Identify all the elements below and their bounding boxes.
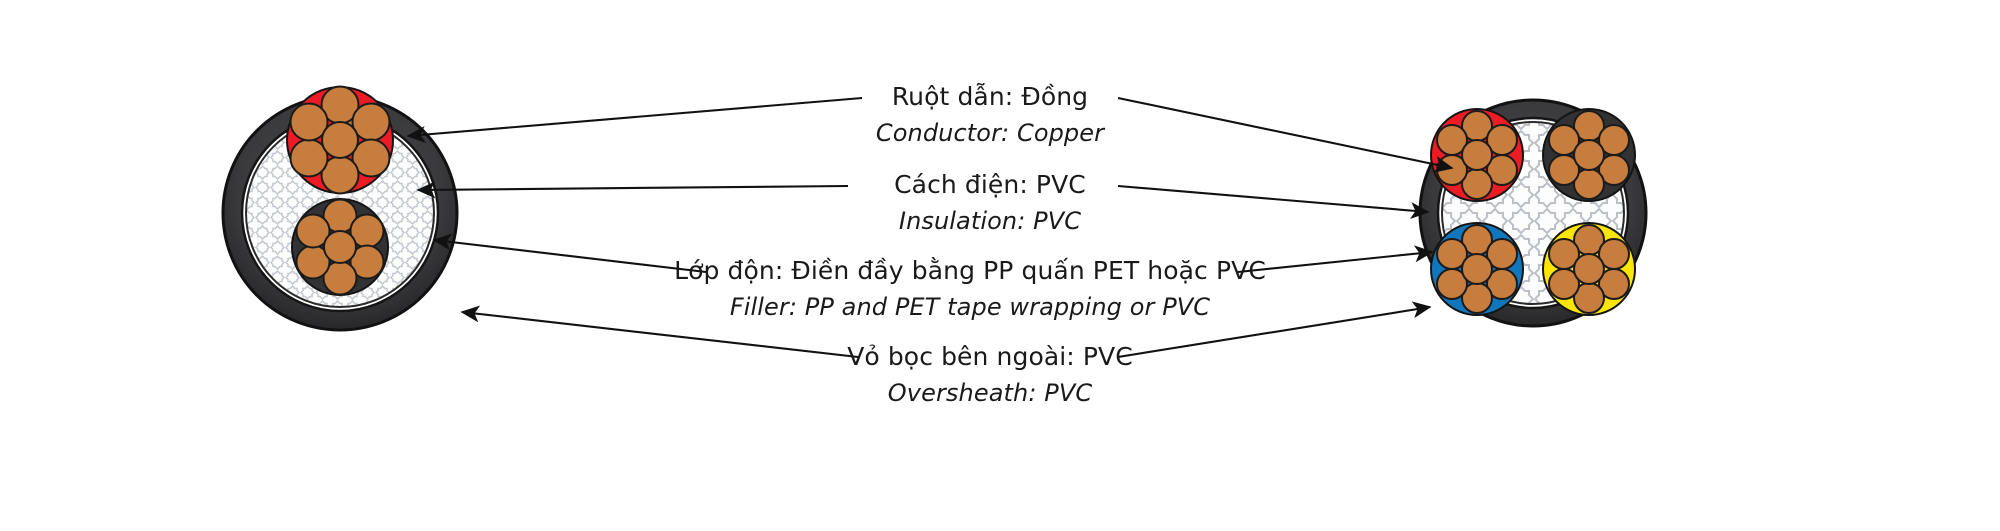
copper-strand [1598, 154, 1630, 186]
copper-strand [349, 244, 385, 280]
copper-strand [1436, 238, 1468, 270]
core-red [1430, 108, 1524, 202]
label-filler-vi: Lớp độn: Điền đầy bằng PP quấn PET hoặc … [674, 256, 1266, 285]
label-insulation-en: Insulation: PVC [899, 207, 1081, 235]
leader-lines [406, 96, 1454, 359]
copper-strand-center [1573, 139, 1605, 171]
core-red [286, 85, 394, 195]
label-conductor-en: Conductor: Copper [876, 119, 1106, 147]
label-oversheath-vi: Vỏ bọc bên ngoài: PVC [847, 342, 1133, 371]
copper-strand [1486, 268, 1518, 300]
copper-strand-center [321, 121, 359, 159]
conductor-strands-black [295, 198, 385, 296]
label-filler: Lớp độn: Điền đầy bằng PP quấn PET hoặc … [674, 256, 1266, 321]
label-conductor: Ruột dẫn: Đồng Conductor: Copper [876, 82, 1106, 147]
label-oversheath: Vỏ bọc bên ngoài: PVC Oversheath: PVC [847, 342, 1133, 407]
conductor-strands-black [1548, 110, 1630, 200]
label-conductor-vi: Ruột dẫn: Đồng [892, 82, 1088, 111]
leader-filler-right [1237, 245, 1434, 274]
label-insulation: Cách điện: PVC Insulation: PVC [894, 170, 1086, 235]
copper-strand [1548, 124, 1580, 156]
copper-strand [1436, 124, 1468, 156]
conductor-strands-yellow [1548, 224, 1630, 314]
copper-strand [295, 213, 331, 249]
two-core-cable [221, 85, 459, 332]
leader-conductor-right [1117, 96, 1454, 173]
label-filler-en: Filler: PP and PET tape wrapping or PVC [730, 293, 1210, 321]
core-blue [1430, 222, 1524, 316]
conductor-strands-red [289, 85, 391, 195]
copper-strand [351, 138, 391, 178]
leader-insulation-right [1117, 184, 1430, 220]
leader-filler-left [432, 233, 707, 274]
conductor-strands-red [1436, 110, 1518, 200]
copper-strand-center [1573, 253, 1605, 285]
conductor-strands-blue [1436, 224, 1518, 314]
four-core-cable [1418, 98, 1648, 328]
core-yellow [1542, 222, 1636, 316]
copper-strand [1548, 238, 1580, 270]
core-black [1542, 108, 1636, 202]
copper-strand-center [1461, 139, 1493, 171]
core-black [291, 198, 389, 296]
copper-strand [289, 102, 329, 142]
leader-conductor-left [406, 96, 863, 144]
label-oversheath-en: Oversheath: PVC [888, 379, 1093, 407]
leader-oversheath-left [460, 305, 859, 359]
copper-strand [1486, 154, 1518, 186]
leader-oversheath-right [1117, 301, 1432, 359]
copper-strand-center [323, 230, 357, 264]
copper-strand-center [1461, 253, 1493, 285]
label-insulation-vi: Cách điện: PVC [894, 170, 1086, 199]
leader-insulation-left [416, 181, 849, 199]
copper-strand [1598, 268, 1630, 300]
